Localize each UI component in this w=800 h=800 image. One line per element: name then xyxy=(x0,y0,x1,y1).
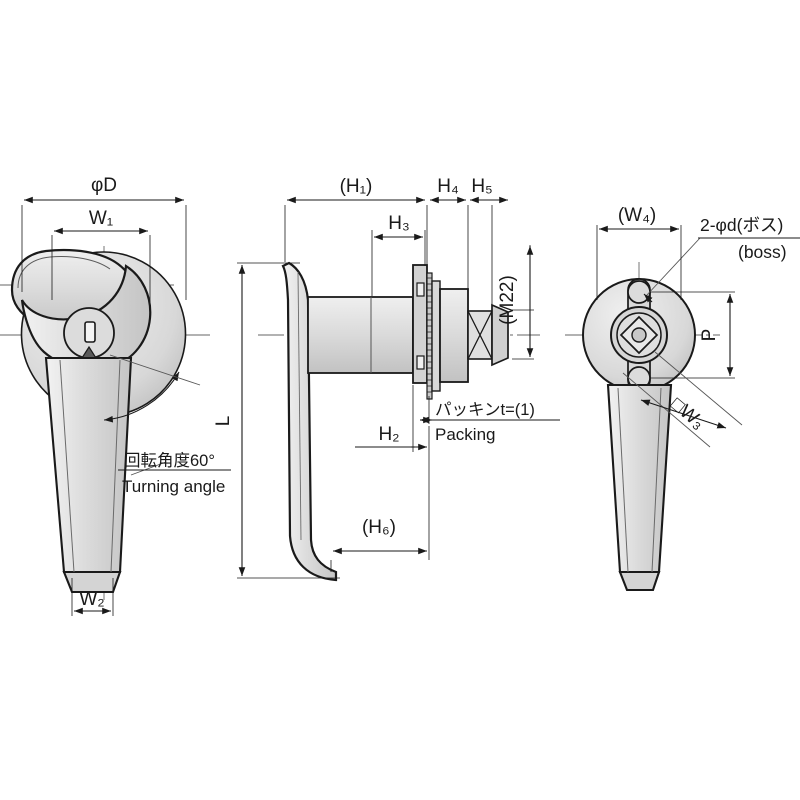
flange-hole-top xyxy=(416,282,425,297)
dim-H3-label: H₃ xyxy=(388,213,409,234)
blade-highlight xyxy=(297,271,302,541)
turning-angle-indicator xyxy=(103,354,231,476)
dim-L-label: L xyxy=(213,416,234,427)
dim-L: L xyxy=(213,262,340,579)
dim-H6: (H₆) xyxy=(330,452,430,572)
gasket-hatch xyxy=(427,277,432,393)
shaft-barrel xyxy=(307,296,414,374)
left-front-view: 回転角度60° Turning angle φD W₁ W₂ xyxy=(0,175,231,616)
dim-H5-label: H₅ xyxy=(471,176,492,197)
handle-blade-profile xyxy=(281,261,338,582)
dim-H1: (H₁) xyxy=(284,176,428,266)
key-slot xyxy=(84,321,96,343)
dim-W1: W₁ xyxy=(51,208,151,312)
turning-angle-label-jp: 回転角度60° xyxy=(124,451,215,470)
center-side-view: パッキンt=(1) Packing (H₁) H₃ H₄ H₅ xyxy=(213,176,560,582)
right-rear-view: 2-φd(ボス) (boss) (W₄) P □W₃ xyxy=(565,205,800,592)
dim-H5: H₅ xyxy=(470,176,508,308)
boss-annotation-leader xyxy=(643,237,800,303)
turning-angle-label-en: Turning angle xyxy=(122,477,225,496)
dim-W1-label: W₁ xyxy=(89,208,113,229)
dim-H2: H₂ xyxy=(355,385,430,452)
boss-hole-top xyxy=(627,280,651,304)
rear-lever-edge-left xyxy=(617,387,629,573)
dim-P: P xyxy=(650,291,735,379)
boss-label-en: (boss) xyxy=(738,242,787,262)
washer xyxy=(431,280,441,392)
threaded-nut-body xyxy=(439,288,469,383)
dim-W2-label: W₂ xyxy=(79,589,104,610)
boss-label-jp: 2-φd(ボス) xyxy=(700,215,783,235)
dim-H4: H₄ xyxy=(430,176,469,310)
lever-edge-left xyxy=(59,359,75,573)
dim-phiD: φD xyxy=(21,175,187,300)
dim-M22: (M22) xyxy=(497,245,534,360)
dim-W2: W₂ xyxy=(71,578,114,616)
dim-W4: (W₄) xyxy=(596,205,682,300)
dim-H3: H₃ xyxy=(371,213,426,296)
packing-label-jp: パッキンt=(1) xyxy=(435,401,535,419)
socket-center-hole xyxy=(631,327,647,343)
dim-H1-label: (H₁) xyxy=(340,176,373,197)
dim-W4-label: (W₄) xyxy=(618,205,656,226)
rear-lever-tip xyxy=(618,570,661,592)
dim-P-label: P xyxy=(699,329,720,342)
dim-H4-label: H₄ xyxy=(437,176,459,197)
dim-phiD-label: φD xyxy=(91,175,117,196)
packing-label-en: Packing xyxy=(435,425,495,444)
dim-M22-label: (M22) xyxy=(497,275,518,325)
rear-lever-shaft xyxy=(606,383,673,574)
dim-H2-label: H₂ xyxy=(378,424,399,445)
dim-H6-label: (H₆) xyxy=(362,517,396,538)
square-drive-section xyxy=(467,310,493,360)
lobe-highlight xyxy=(17,256,111,289)
end-nut xyxy=(491,303,509,367)
packing-annotation xyxy=(420,396,560,424)
flange-hole-bottom xyxy=(416,355,425,370)
